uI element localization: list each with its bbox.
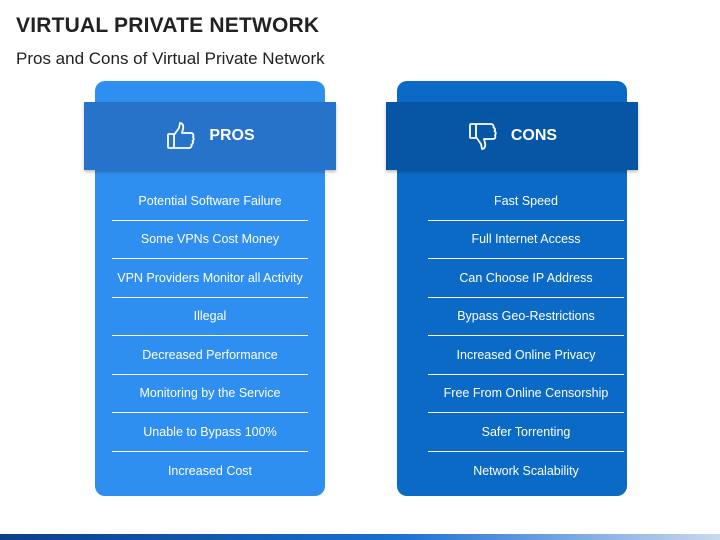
pros-label: PROS [209,127,255,144]
cons-item: Bypass Geo-Restrictions [428,298,624,336]
footer-accent-bar [0,534,720,540]
slide-subtitle: Pros and Cons of Virtual Private Network [16,49,325,68]
pros-list: Potential Software Failure Some VPNs Cos… [112,182,308,490]
cons-list: Fast Speed Full Internet Access Can Choo… [428,182,624,490]
cons-header: CONS [386,102,638,170]
pros-item: Increased Cost [167,463,253,478]
cons-item: Free From Online Censorship [428,375,624,413]
cons-item: Network Scalability [473,463,579,478]
cons-item: Fast Speed [428,182,624,221]
pros-item: Potential Software Failure [112,182,308,221]
cons-item: Safer Torrenting [428,413,624,452]
pros-item: Unable to Bypass 100% [112,413,308,452]
cons-label: CONS [510,127,558,144]
cons-item: Can Choose IP Address [428,259,624,298]
pros-item: Illegal [112,298,308,336]
pros-header: PROS [84,102,336,170]
thumbs-down-icon [468,123,497,150]
slide-title: VIRTUAL PRIVATE NETWORK [16,14,320,37]
pros-item: Decreased Performance [112,336,308,375]
pros-item: Some VPNs Cost Money [112,221,308,259]
pros-item: VPN Providers Monitor all Activity [112,259,308,298]
cons-item: Full Internet Access [428,221,624,259]
cons-item: Increased Online Privacy [428,336,624,375]
thumbs-up-icon [167,122,195,149]
pros-item: Monitoring by the Service [112,375,308,413]
